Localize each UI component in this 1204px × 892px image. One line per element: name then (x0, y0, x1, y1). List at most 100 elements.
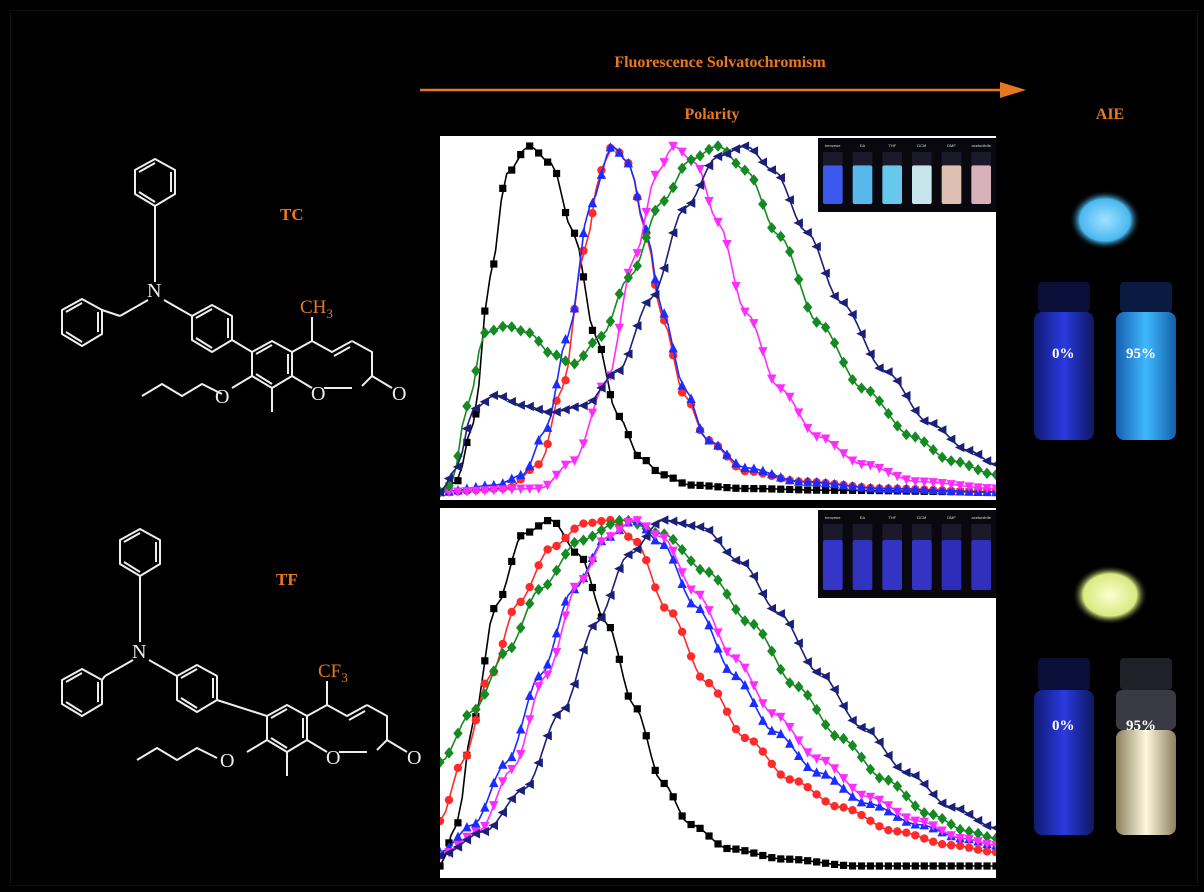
svg-top-series-square-point (795, 486, 803, 494)
tf-vial-0 (1034, 690, 1094, 835)
svg-bot-series-diamond-point (794, 681, 804, 693)
svg-bot-series-triangle-left-point (784, 619, 794, 629)
svg-bot-series-triangle-down-point (650, 530, 660, 540)
svg-bot-series-triangle-up-point (731, 670, 741, 681)
svg-top-series-triangle-left-point (919, 416, 929, 426)
vial-cap (912, 152, 932, 166)
svg-top-series-triangle-up-point (946, 485, 956, 495)
svg-bot-series-triangle-left-point (721, 547, 732, 557)
svg-bot-series-diamond-point (973, 827, 983, 840)
svg-top-series-triangle-left (440, 141, 996, 497)
svg-top-series-diamond-point (632, 260, 642, 272)
svg-top-series-triangle-down-point (722, 239, 732, 250)
svg-bot-series-circle-point (722, 707, 732, 716)
figure-frame (10, 10, 1198, 886)
svg-bot-series-triangle-left-point (712, 535, 723, 546)
svg-top-series-diamond-point (811, 316, 822, 328)
svg-bot-series-square-point (552, 519, 561, 527)
vial-cap (971, 152, 991, 166)
svg-bot-series-triangle-down-point (695, 590, 705, 601)
svg-top-series-diamond-point (883, 407, 894, 420)
tf-emission-chart (440, 514, 996, 870)
svg-bot-series-triangle-left-point (488, 820, 499, 831)
svg-bot-series-circle-point (857, 810, 866, 820)
svg-top-series-triangle-up-point (587, 197, 598, 208)
svg-bot-series-square-point (588, 583, 597, 592)
svg-bot-series-diamond-point (731, 603, 741, 616)
svg-bot-series-diamond-point (838, 732, 849, 745)
svg-bot-series-triangle-left-point (596, 613, 606, 624)
svg-bot-series-triangle-left-point (676, 518, 687, 529)
svg-top-series-diamond-point (614, 288, 625, 300)
figure-title: Fluorescence Solvatochromism (614, 54, 826, 71)
svg-bot-series-circle-point (794, 777, 803, 786)
svg-top-series-diamond-point (569, 358, 580, 370)
svg-bot-series-circle-point (830, 801, 839, 811)
solvent-vial (971, 165, 991, 204)
svg-top-series-triangle-up-point (498, 478, 508, 488)
svg-bot-series-square-point (983, 862, 991, 870)
svg-bot-series-triangle-down-point (865, 792, 876, 803)
svg-top-series-triangle-down-point (695, 164, 705, 175)
svg-bot-series-square-point (481, 657, 489, 665)
svg-bot-series-triangle-left-point (703, 525, 714, 536)
svg-bot-series-triangle-down-point (776, 712, 786, 723)
svg-bot-series-triangle-down-point (722, 647, 732, 657)
svg-bot-series-circle-point (776, 770, 785, 779)
svg-top-series-triangle-down-point (578, 439, 589, 449)
solvent-vial (852, 539, 873, 590)
svg-top-series-diamond-point (686, 154, 696, 166)
svg-top-series-triangle-up-point (650, 274, 660, 284)
svg-bot-series-triangle-up-point (722, 663, 732, 673)
svg-top-series-triangle-up-point (874, 483, 885, 493)
svg-bot-series-circle-point (677, 627, 687, 637)
svg-top-series-triangle-down-point (551, 470, 562, 481)
svg-bot-series-triangle-up-point (560, 596, 571, 606)
svg-bot-series-triangle-left-point (452, 842, 463, 852)
svg-top-series-triangle-up-point (704, 435, 714, 445)
svg-bot-series-diamond-point (480, 688, 490, 700)
svg-bot-series-triangle-down-point (820, 756, 831, 767)
svg-bot-series-diamond-point (587, 530, 598, 542)
svg-top-series-triangle-up-point (758, 465, 768, 476)
svg-bot-series-circle-point (884, 825, 893, 835)
svg-bot-series-triangle-up-point (533, 670, 544, 681)
svg-top-series-triangle-down-point (973, 483, 983, 493)
tf-substituent: CF3 (318, 661, 348, 685)
svg-top-series-triangle-left-point (874, 363, 884, 373)
svg-bot-series-triangle-down-point (551, 647, 562, 658)
svg-top-series-triangle-down-point (471, 486, 481, 497)
svg-top-series-triangle-left-point (829, 291, 839, 301)
svg-bot-series-diamond-point (704, 566, 714, 578)
svg-top-series-square-point (535, 149, 543, 157)
svg-bot-series-triangle-left-point (954, 804, 965, 814)
svg-bot-series-diamond-point (964, 825, 974, 838)
svg-top-series-triangle-left-point (461, 423, 472, 434)
svg-bot-series-triangle-up-point (802, 761, 813, 772)
polarity-label: Polarity (684, 106, 740, 123)
svg-bot-series-diamond-point (722, 588, 732, 600)
svg-bot-series-triangle-down-point (874, 795, 885, 806)
svg-top-series-diamond-point (928, 444, 938, 456)
vial-cap (941, 152, 962, 166)
svg-top-series-circle-point (588, 209, 597, 218)
svg-bot-series-triangle-left-point (892, 762, 902, 772)
svg-bot-series-square-point (705, 832, 713, 840)
svg-top-series-triangle-left-point (685, 198, 696, 208)
svg-bot-series-square-point (624, 692, 632, 700)
svg-top-series-square-point (615, 412, 623, 420)
tc-powder (1069, 190, 1141, 250)
svg-top-series-triangle-up-point (740, 462, 750, 472)
svg-top-series-diamond-point (991, 469, 996, 481)
nitrogen-atom: N (132, 641, 146, 663)
svg-top-series-triangle-left-point (596, 383, 606, 393)
solvent-label: EA (860, 143, 866, 148)
tf-structure: N O O O CF3 (61, 528, 421, 776)
svg-top-series-square-point (777, 485, 785, 493)
svg-top-series-square-point (678, 479, 686, 487)
svg-bot-series-triangle-up-point (820, 769, 831, 779)
tf-label: TF (276, 570, 298, 589)
solvent-vial (941, 165, 962, 204)
svg-top-series-diamond-point (695, 150, 705, 162)
svg-top-series-triangle-down-point (856, 460, 867, 470)
